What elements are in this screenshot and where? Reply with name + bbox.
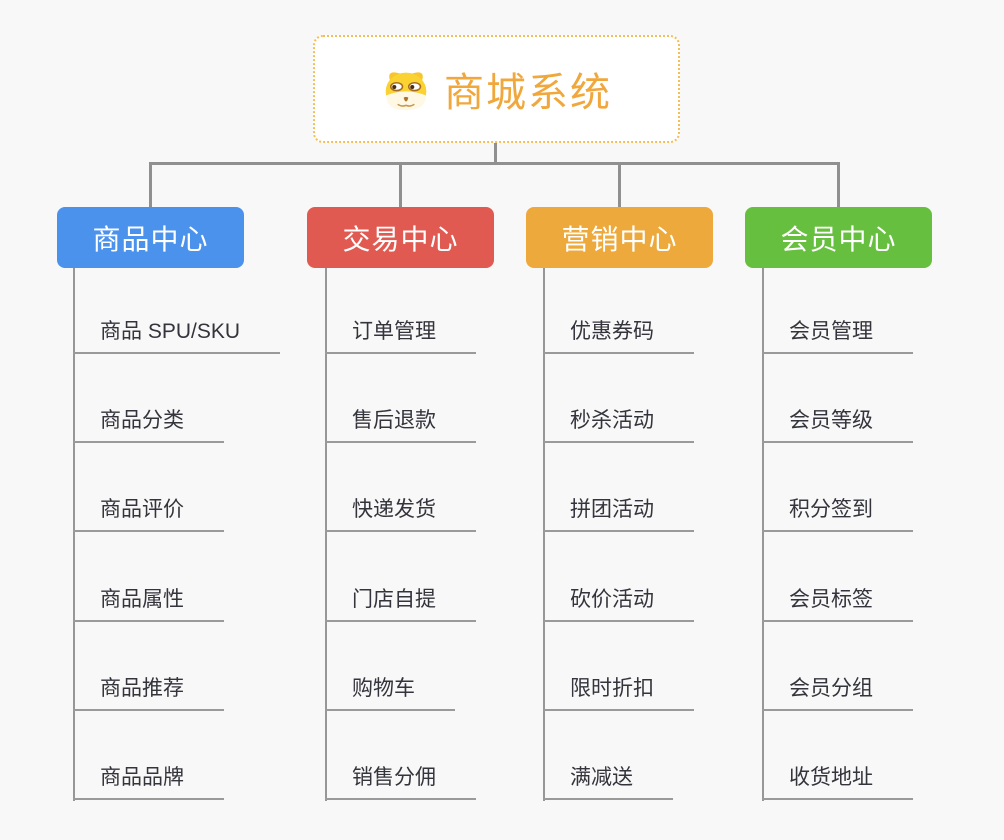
leaf-node[interactable]: 购物车 [325, 676, 455, 711]
leaf-node[interactable]: 商品分类 [73, 408, 224, 443]
leaf-node[interactable]: 商品评价 [73, 497, 224, 532]
leaf-node[interactable]: 售后退款 [325, 408, 476, 443]
leaf-node[interactable]: 满减送 [543, 765, 673, 800]
root-title: 商城系统 [444, 71, 612, 115]
doge-icon [381, 66, 431, 112]
connector-branch-line [762, 268, 764, 801]
leaf-node[interactable]: 商品品牌 [73, 765, 224, 800]
connector-stub-member [837, 164, 840, 208]
leaf-node[interactable]: 商品属性 [73, 587, 224, 622]
connector-branch-line [73, 268, 75, 801]
leaf-node[interactable]: 门店自提 [325, 587, 476, 622]
connector-stub-trade [399, 164, 402, 208]
leaf-node[interactable]: 会员标签 [762, 587, 913, 622]
leaf-node[interactable]: 秒杀活动 [543, 408, 694, 443]
connector-stub-product [149, 164, 152, 208]
leaf-node[interactable]: 订单管理 [325, 319, 476, 354]
leaf-node[interactable]: 收货地址 [762, 765, 913, 800]
leaf-node[interactable]: 限时折扣 [543, 676, 694, 711]
leaf-node[interactable]: 会员等级 [762, 408, 913, 443]
leaf-node[interactable]: 拼团活动 [543, 497, 694, 532]
leaf-node[interactable]: 商品 SPU/SKU [73, 319, 281, 354]
connector-root-drop [494, 143, 497, 164]
leaf-node[interactable]: 积分签到 [762, 497, 913, 532]
leaf-node[interactable]: 快递发货 [325, 497, 476, 532]
connector-bus [149, 162, 840, 165]
leaf-node[interactable]: 优惠券码 [543, 319, 694, 354]
leaf-node[interactable]: 会员分组 [762, 676, 913, 711]
connector-branch-line [325, 268, 327, 801]
leaf-node[interactable]: 会员管理 [762, 319, 913, 354]
leaf-node[interactable]: 商品推荐 [73, 676, 224, 711]
root-node[interactable]: 商城系统 [313, 35, 680, 143]
branch-node-trade-center[interactable]: 交易中心 [307, 207, 494, 268]
branch-node-marketing-center[interactable]: 营销中心 [526, 207, 713, 268]
connector-branch-line [543, 268, 545, 801]
connector-stub-marketing [618, 164, 621, 208]
leaf-node[interactable]: 销售分佣 [325, 765, 476, 800]
branch-node-product-center[interactable]: 商品中心 [57, 207, 244, 268]
leaf-node[interactable]: 砍价活动 [543, 587, 694, 622]
branch-node-member-center[interactable]: 会员中心 [745, 207, 932, 268]
